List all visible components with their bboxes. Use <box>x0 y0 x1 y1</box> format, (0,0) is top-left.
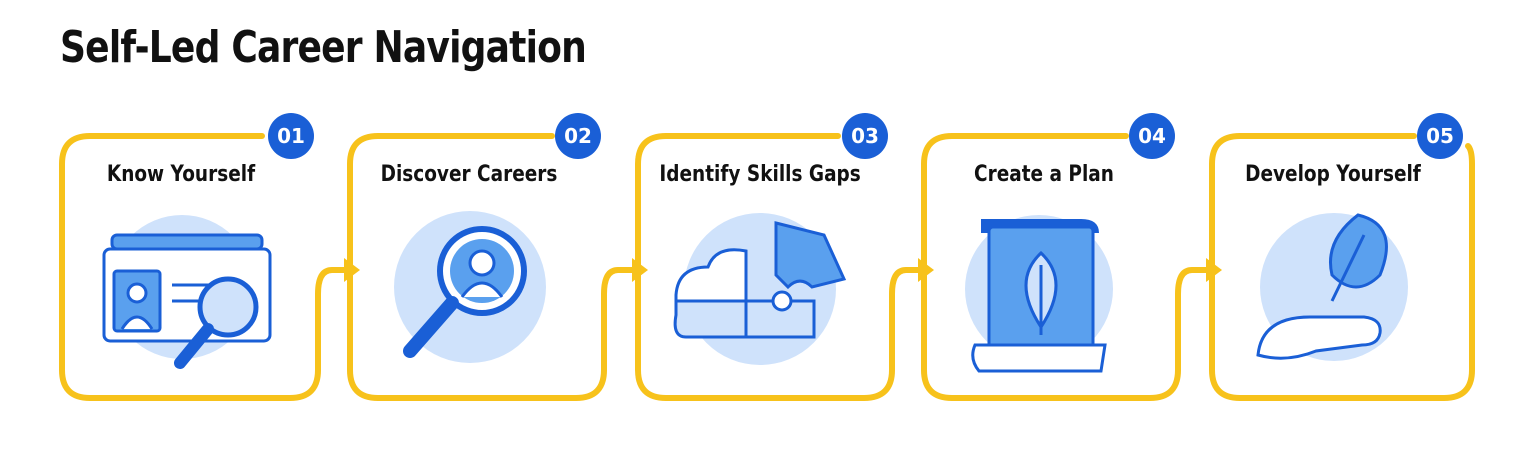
page-title: Self-Led Career Navigation <box>60 22 587 73</box>
step-frame-2 <box>347 133 639 401</box>
arrow-4 <box>1206 258 1222 282</box>
step-label-5: Develop Yourself <box>1245 162 1421 187</box>
id-card-magnifier-icon <box>102 215 272 369</box>
arrow-1 <box>344 258 360 282</box>
puzzle-pieces-icon <box>673 213 847 365</box>
step-frame-1 <box>59 133 351 401</box>
step-label-1: Know Yourself <box>106 162 256 187</box>
step-frame-3 <box>635 133 925 401</box>
arrow-3 <box>918 258 934 282</box>
step-label-4: Create a Plan <box>974 162 1114 187</box>
hand-leaf-icon <box>1256 213 1408 361</box>
step-label-2: Discover Careers <box>380 162 558 187</box>
magnifier-person-icon <box>394 211 546 363</box>
arrow-2 <box>632 258 648 282</box>
step-frame-5 <box>1209 133 1475 401</box>
step-number-badge-1: 01 <box>268 113 314 159</box>
step-number-badge-3: 03 <box>842 113 888 159</box>
step-frame-4 <box>921 133 1213 401</box>
step-number-badge-4: 04 <box>1129 113 1175 159</box>
step-label-3: Identify Skills Gaps <box>659 162 861 187</box>
step-number-badge-2: 02 <box>555 113 601 159</box>
step-number-badge-5: 05 <box>1417 113 1463 159</box>
scroll-leaf-icon <box>965 215 1113 373</box>
